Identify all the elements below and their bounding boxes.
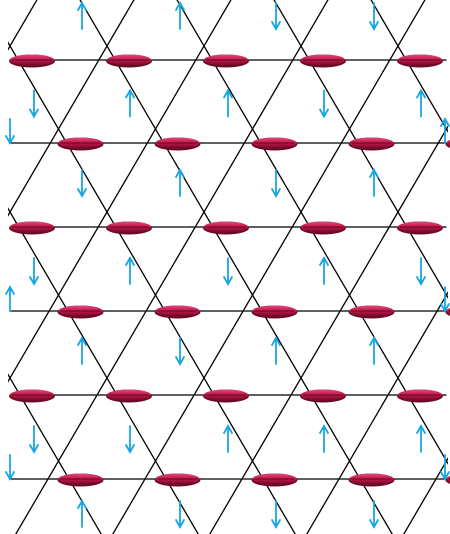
- diagonal-lattice-line: [160, 0, 450, 534]
- disk-spin-icon: [106, 222, 152, 235]
- spin-arrow-down-icon: [370, 3, 378, 29]
- spin-arrow-up-icon: [126, 258, 134, 284]
- disk-spin-icon: [155, 306, 201, 319]
- disk-spin-icon: [446, 138, 450, 151]
- spin-arrow-down-icon: [320, 91, 328, 117]
- spin-arrow-down-icon: [176, 501, 184, 527]
- disk-spin-icon: [58, 138, 104, 151]
- spin-arrow-up-icon: [78, 501, 86, 527]
- spin-arrow-down-icon: [126, 426, 134, 452]
- diagonal-lattice-line: [204, 0, 450, 534]
- spin-arrow-up-icon: [370, 338, 378, 364]
- diagonal-lattice-line: [107, 0, 442, 534]
- disk-spin-icon: [300, 55, 346, 68]
- disk-spin-icon: [203, 222, 249, 235]
- spin-arrow-down-icon: [30, 426, 38, 452]
- spin-arrow-down-icon: [417, 258, 425, 284]
- disk-spin-icon: [397, 390, 443, 403]
- disk-spin-icon: [58, 306, 104, 319]
- spin-arrow-up-icon: [126, 91, 134, 117]
- diagonal-lattice-line: [63, 0, 398, 534]
- spin-arrow-up-icon: [370, 170, 378, 196]
- disk-spin-icon: [252, 306, 298, 319]
- disk-spin-icon: [155, 474, 201, 487]
- diagonal-lattice-line: [0, 0, 301, 534]
- disk-spin-icon: [106, 390, 152, 403]
- spin-arrow-up-icon: [417, 426, 425, 452]
- arrow-spins: [6, 3, 449, 527]
- disk-spin-icon: [58, 474, 104, 487]
- disk-spin-icon: [9, 55, 55, 68]
- disk-spin-icon: [9, 222, 55, 235]
- disk-spin-icon: [349, 138, 395, 151]
- spin-arrow-up-icon: [272, 338, 280, 364]
- disk-spin-icon: [397, 55, 443, 68]
- spin-arrow-up-icon: [320, 258, 328, 284]
- spin-arrow-down-icon: [370, 501, 378, 527]
- diagonal-lattice-line: [0, 0, 151, 534]
- disk-spin-icon: [155, 138, 201, 151]
- diagonal-lattice-line: [0, 0, 248, 534]
- disk-spin-icon: [349, 474, 395, 487]
- spin-arrow-up-icon: [417, 91, 425, 117]
- diagonal-lattice-line: [0, 0, 54, 534]
- spin-arrow-down-icon: [30, 258, 38, 284]
- disk-spin-icon: [397, 222, 443, 235]
- diagonal-lattice-line: [354, 0, 450, 534]
- disk-spin-icon: [349, 306, 395, 319]
- diagonal-lattice-line: [0, 0, 10, 534]
- disk-spin-icon: [252, 474, 298, 487]
- disk-spin-icon: [203, 55, 249, 68]
- disk-spin-icon: [300, 222, 346, 235]
- spin-arrow-down-icon: [441, 287, 449, 311]
- spin-arrow-up-icon: [6, 287, 14, 311]
- spin-arrow-down-icon: [6, 455, 14, 479]
- disk-spin-icon: [106, 55, 152, 68]
- spin-arrow-up-icon: [78, 3, 86, 29]
- spin-arrow-up-icon: [224, 426, 232, 452]
- spin-arrow-up-icon: [78, 338, 86, 364]
- spin-arrow-up-icon: [176, 3, 184, 29]
- diagonal-lattice-line: [0, 0, 107, 534]
- diagonal-lattice-line: [10, 0, 345, 534]
- spin-arrow-down-icon: [224, 258, 232, 284]
- spin-arrow-up-icon: [176, 170, 184, 196]
- disk-spin-icon: [300, 390, 346, 403]
- spin-arrow-up-icon: [320, 426, 328, 452]
- spin-arrow-down-icon: [6, 119, 14, 143]
- spin-arrow-up-icon: [224, 91, 232, 117]
- disk-spin-icon: [9, 390, 55, 403]
- spin-arrow-down-icon: [30, 91, 38, 117]
- disk-spin-icon: [203, 390, 249, 403]
- disk-spin-icon: [252, 138, 298, 151]
